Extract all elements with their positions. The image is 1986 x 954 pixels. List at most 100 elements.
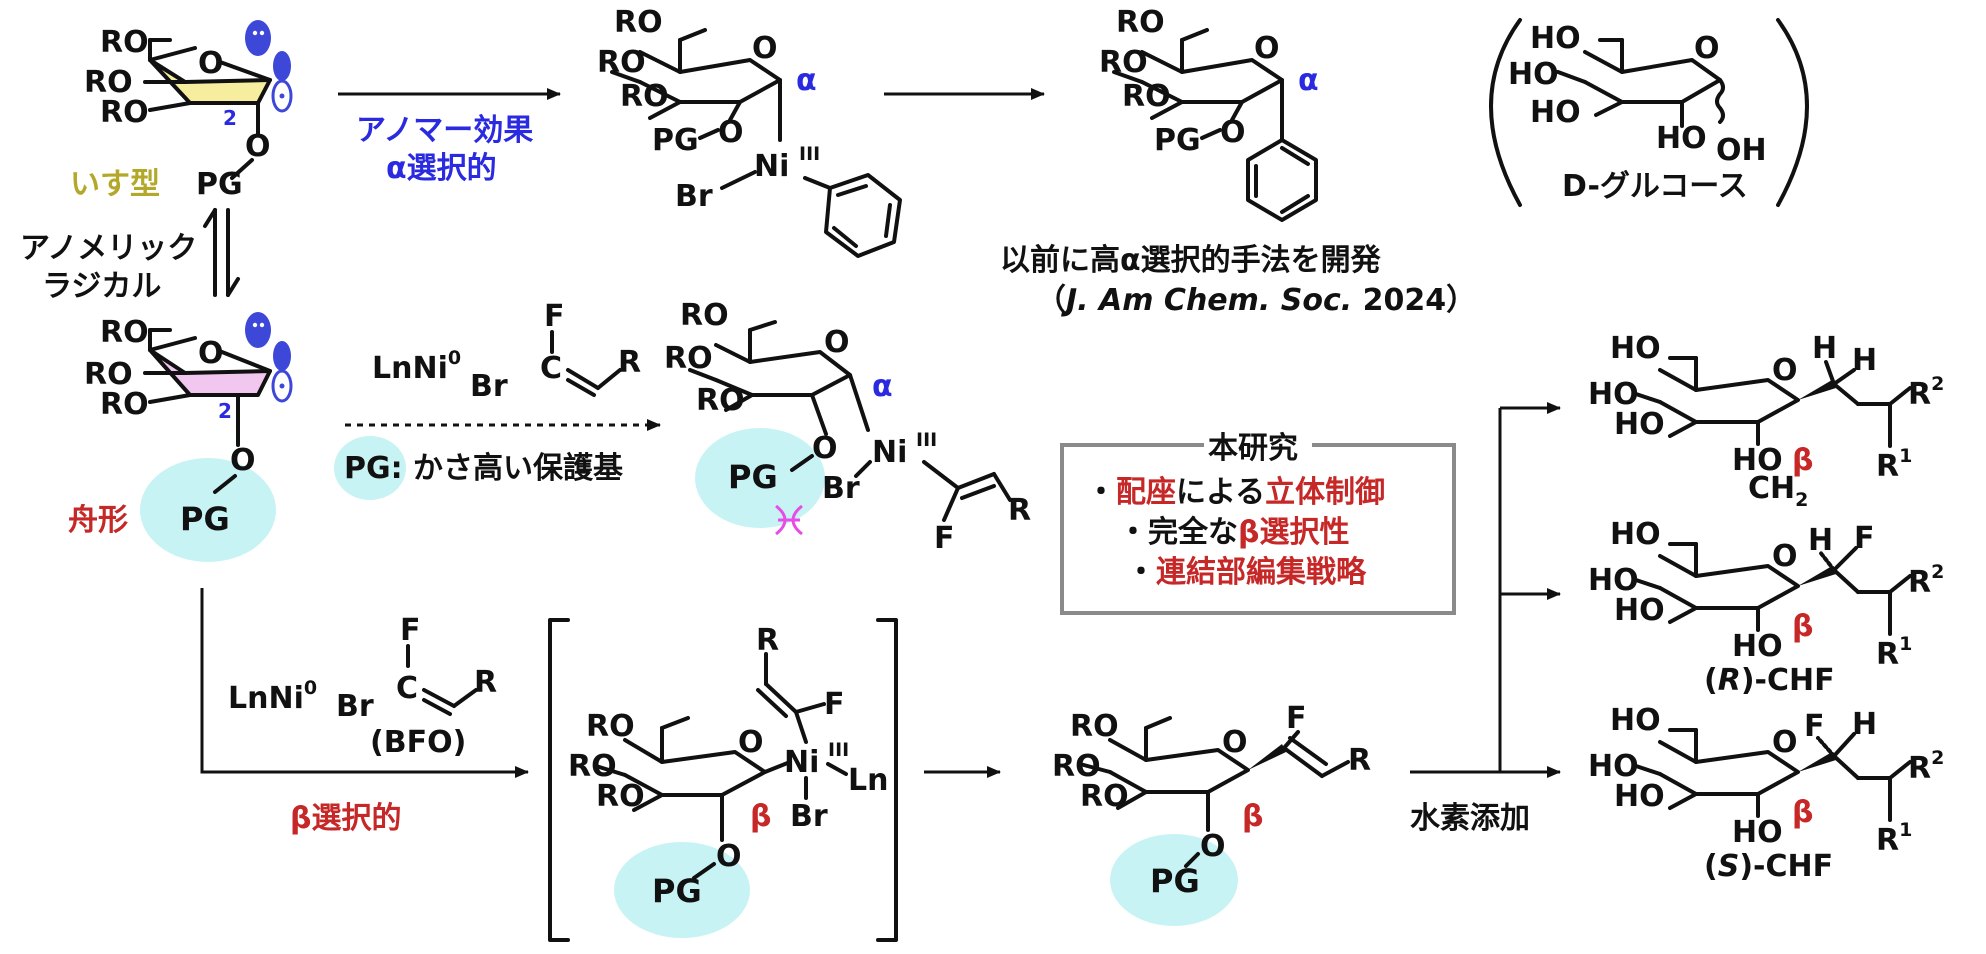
c6-ro-label: RO	[100, 25, 149, 60]
bfo-label: (BFO)	[370, 725, 466, 760]
pg-label: PG	[652, 872, 702, 910]
br-label: Br	[822, 471, 860, 506]
r2-label: R2	[1908, 373, 1944, 412]
ring-o-label: O	[1772, 725, 1798, 760]
vinyl-r-label: R	[756, 623, 779, 658]
this-work-frame	[1060, 443, 1456, 615]
reagent-br-label: Br	[336, 689, 374, 724]
c3-ro-label: RO	[1080, 779, 1129, 814]
pg-label: PG	[728, 458, 778, 496]
ln-label: Ln	[848, 763, 888, 798]
right-bracket	[876, 618, 898, 942]
pg-label: PG	[196, 167, 243, 202]
r-chf-label: (R)-CHF	[1704, 663, 1835, 698]
c4-ro-label: RO	[84, 357, 133, 392]
r1-label: R1	[1876, 819, 1912, 858]
left-parenthesis	[1489, 18, 1522, 207]
pg-bubble	[140, 458, 276, 562]
anomeric-radical-label-2: ラジカル	[42, 269, 161, 304]
alpha-label: α	[872, 369, 893, 404]
c2-number: 2	[223, 106, 237, 130]
c6-ho-label: HO	[1610, 703, 1661, 738]
beta-label: β	[1242, 799, 1263, 834]
left-bracket	[548, 618, 570, 942]
c4-ro-label: RO	[664, 341, 713, 376]
c2-ho-label: HO	[1732, 629, 1783, 664]
s-chf-label: (S)-CHF	[1704, 849, 1833, 884]
catalyst-label: LnNi0	[228, 677, 317, 716]
anomeric-effect-label: アノマー効果	[356, 113, 533, 148]
hydrogenation-arrows: 水素添加	[1410, 402, 1561, 836]
this-work-title: 本研究	[1208, 431, 1298, 466]
c4-ro-label: RO	[84, 65, 133, 100]
o2-label: O	[718, 115, 744, 150]
catalyst-label: LnNi0	[372, 347, 461, 386]
c6-ro-label: RO	[586, 709, 635, 744]
beta-label: β	[1792, 609, 1813, 644]
c6-ho-label: HO	[1610, 517, 1661, 552]
vinyl-r-label: R	[1348, 743, 1371, 778]
beta-pathway-arrow: LnNi0 F Br C R (BFO) β選択的	[200, 588, 529, 836]
this-work-box: 本研究 ・配座による立体制御 ・完全なβ選択性 ・連結部編集戦略	[1060, 431, 1456, 615]
c3-ro-label: RO	[100, 95, 149, 130]
anomeric-radical-label-1: アノメリック	[20, 231, 197, 266]
hydrogenation-label: 水素添加	[1410, 801, 1530, 836]
c4-ho-label: HO	[1588, 749, 1639, 784]
ni-oxidation-state: III	[828, 739, 849, 761]
ch2-label: CH2	[1748, 471, 1808, 511]
ring-o-label: O	[1222, 725, 1248, 760]
ring-o-label: O	[1772, 353, 1798, 388]
h-label: H	[1808, 523, 1833, 558]
right-parenthesis	[1776, 18, 1809, 207]
pg-label: PG	[652, 123, 699, 158]
alpha-aryl-glycoside: RO RO RO O α O PG	[1099, 5, 1319, 222]
anomeric-oh-label: OH	[1716, 133, 1767, 168]
c6-ho-label: HO	[1610, 331, 1661, 366]
reagent-br-label: Br	[470, 369, 508, 404]
chair-radical: RO RO RO O 2 O PG いす型	[70, 20, 293, 202]
lone-pair-orbital	[245, 312, 271, 348]
reagent-c-label: C	[540, 351, 562, 386]
ring-o-label: O	[198, 46, 224, 81]
arrow-anomeric-effect: アノマー効果 α選択的	[338, 88, 561, 186]
pg-bubble-small	[334, 436, 406, 500]
c3-ho-label: HO	[1614, 779, 1665, 814]
ring-o-label: O	[1694, 31, 1720, 66]
reagent-r-label: R	[618, 345, 641, 380]
c3-ho-label: HO	[1530, 95, 1581, 130]
reagent-c-label: C	[396, 671, 418, 706]
c2-number: 2	[218, 399, 232, 423]
c6-ro-label: RO	[614, 5, 663, 40]
c4-ro-label: RO	[1099, 45, 1148, 80]
this-work-point-1: ・配座による立体制御	[1086, 475, 1385, 510]
vinyl-f-label: F	[934, 521, 955, 556]
c3-ro-label: RO	[1122, 79, 1171, 114]
c6-ro-label: RO	[680, 298, 729, 333]
citation: （J. Am Chem. Soc. 2024）	[1036, 283, 1476, 318]
o2-label: O	[1220, 115, 1246, 150]
pg-label: PG	[1150, 862, 1200, 900]
alpha-selective-label: α選択的	[386, 151, 497, 186]
alpha-label: α	[1298, 63, 1319, 98]
boat-radical: RO RO RO O 2 O PG 舟形	[68, 312, 293, 562]
product-s-chf: F H R2 R1 HO HO HO O HO β (S)-CHF	[1588, 703, 1944, 884]
f-label: F	[1804, 709, 1825, 744]
o2-label: O	[812, 431, 838, 466]
ring-o-label: O	[1254, 31, 1280, 66]
ring-o-label: O	[752, 31, 778, 66]
product-ch2: H H R2 R1 HO HO HO O HO β CH2	[1588, 331, 1944, 511]
citation-open: （	[1036, 283, 1066, 318]
beta-ni-intermediate: RO RO RO O β O PG Ni III Ln Br R F	[548, 618, 898, 942]
radical-orbital-upper	[273, 341, 291, 371]
alpha-ni-intermediate: RO RO RO O α O PG Ni III Br	[597, 5, 902, 258]
disfavored-pathway-conditions: LnNi0 F Br C R PG: かさ高い保護基	[334, 299, 661, 500]
lone-pair-orbital	[245, 20, 271, 56]
beta-label: β	[750, 799, 771, 834]
alpha-label: α	[796, 63, 817, 98]
br-label: Br	[675, 179, 713, 214]
prior-work-label: 以前に高α選択的手法を開発	[1000, 243, 1382, 278]
c6-ro-label: RO	[1116, 5, 1165, 40]
r2-label: R2	[1908, 747, 1944, 786]
radical-orbital-lower	[271, 79, 293, 113]
